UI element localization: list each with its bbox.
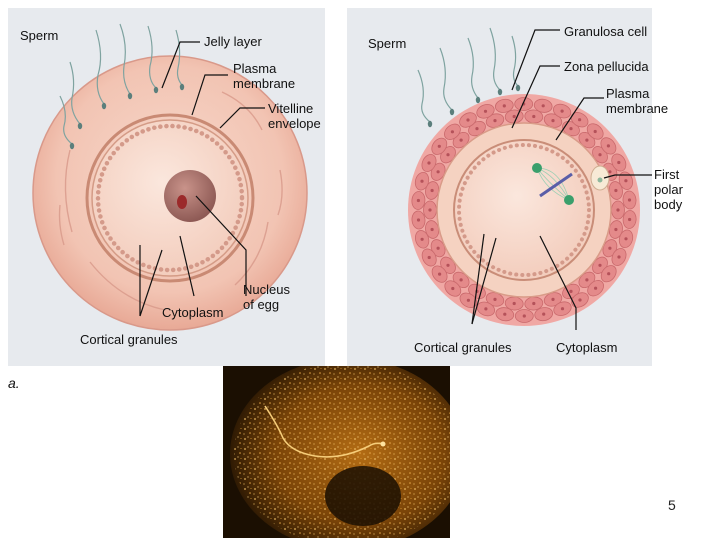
granulosa-cell-nucleus [532, 114, 536, 119]
granulosa-cell-nucleus [594, 286, 598, 290]
granulosa-cell-nucleus [569, 289, 573, 293]
granulosa-cell-nucleus [585, 278, 589, 282]
granulosa-cell-nucleus [532, 301, 536, 306]
sperm-group-left [59, 23, 183, 145]
meiotic-spindle [532, 163, 574, 205]
cortical-granules-ring-right [457, 143, 591, 277]
right-cytoplasm-label: Cytoplasm [556, 340, 618, 355]
granulosa-cell-nucleus [598, 153, 602, 157]
polar-body-chromatin [597, 177, 603, 183]
leader-lines-right [471, 29, 652, 330]
granulosa-cell-nucleus [459, 138, 463, 142]
granulosa-cells [411, 97, 637, 323]
granulosa-cell-nucleus [606, 144, 611, 148]
granulosa-cell-nucleus [627, 198, 632, 202]
right-plasma-membrane-label: Plasma membrane [606, 86, 669, 116]
granulosa-cell-nucleus [416, 198, 420, 203]
egg-nucleus [164, 170, 216, 222]
right-cortical-granules-label: Cortical granules [414, 340, 512, 355]
cortical-granules-ring [95, 123, 245, 273]
granulosa-cell-nucleus [616, 208, 620, 212]
granulosa-cell-nucleus [420, 237, 424, 241]
granulosa-cell-nucleus [459, 278, 463, 282]
granulosa-cell-nucleus [578, 118, 582, 122]
first-polar-body-label: First polar body [654, 167, 683, 212]
granulosa-cell-nucleus [617, 160, 621, 165]
right-sperm-label: Sperm [368, 36, 407, 51]
nucleus-of-egg-label: Nucleus of egg [243, 282, 290, 312]
jelly-layer-label: Jelly layer [204, 34, 262, 49]
granulosa-cell-nucleus [466, 118, 470, 122]
fertilization-micrograph [223, 366, 450, 538]
granulosa-cell-nucleus [428, 208, 432, 212]
granulosa-cell-nucleus [420, 179, 424, 183]
plasma-membrane-right [453, 139, 595, 281]
granulosa-cell-nucleus [598, 263, 602, 267]
nucleolus [177, 195, 187, 209]
granulosa-cell-nucleus [430, 188, 434, 193]
granulosa-cell-nucleus [608, 246, 612, 250]
granulosa-cell-nucleus [416, 218, 421, 222]
granulosa-cell-nucleus [427, 255, 431, 260]
granulosa-cell-nucleus [484, 307, 488, 311]
granulosa-cell-nucleus [551, 119, 555, 123]
granulosa-cell-nucleus [551, 297, 555, 301]
granulosa-cell-nucleus [614, 188, 618, 193]
left-plasma-membrane-label: Plasma membrane [233, 61, 296, 91]
granulosa-cell-nucleus [541, 104, 545, 108]
granulosa-cell-nucleus [617, 255, 621, 259]
figure-letter: a. [8, 375, 20, 391]
granulosa-cell-nucleus [512, 114, 516, 119]
granulosa-cell-label: Granulosa cell [564, 24, 648, 39]
granulosa-cell-nucleus [512, 301, 516, 306]
granulosa-cell-nucleus [607, 272, 611, 276]
granulosa-cell-nucleus [466, 298, 470, 302]
granulosa-cell-nucleus [493, 297, 497, 301]
granulosa-cell-nucleus [608, 170, 612, 174]
left-cytoplasm-label: Cytoplasm [162, 305, 224, 320]
granulosa-cell-nucleus [446, 263, 450, 267]
granulosa-cell-nucleus [451, 286, 455, 291]
granulosa-cell-nucleus [542, 312, 546, 316]
mammalian-egg [408, 27, 652, 330]
vitelline-envelope-label: Vitelline envelope [268, 101, 321, 131]
vitelline-envelope [85, 113, 255, 283]
granulosa-cell-nucleus [493, 119, 497, 123]
granulosa-cell-nucleus [502, 104, 506, 108]
granulosa-cell-nucleus [628, 217, 632, 222]
granulosa-cell-nucleus [503, 312, 507, 316]
granulosa-cell-nucleus [569, 127, 573, 131]
granulosa-cell-nucleus [560, 307, 565, 311]
granulosa-cell-nucleus [475, 127, 479, 131]
granulosa-cell-nucleus [483, 109, 488, 113]
granulosa-cell-nucleus [436, 170, 440, 174]
granulosa-cell-nucleus [624, 237, 628, 241]
granulosa-cell-nucleus [624, 179, 628, 183]
sperm-group-right [417, 27, 519, 123]
granulosa-cell-nucleus [585, 138, 589, 142]
granulosa-cell-nucleus [450, 130, 454, 134]
sperm-heads-left [69, 83, 185, 150]
zona-pellucida-label: Zona pellucida [564, 59, 649, 74]
slide-number: 5 [668, 497, 676, 513]
granulosa-cell-nucleus [522, 314, 526, 318]
granulosa-cell-nucleus [446, 153, 450, 157]
granulosa-cell-nucleus [438, 272, 442, 276]
granulosa-cell-nucleus [437, 144, 441, 148]
granulosa-cell-nucleus [430, 227, 434, 232]
sea-urchin-egg [32, 23, 308, 331]
left-cortical-granules-label: Cortical granules [80, 332, 178, 347]
granulosa-cell-nucleus [436, 246, 440, 250]
left-sperm-label: Sperm [20, 28, 59, 43]
micrograph-image [223, 366, 450, 538]
leader-lines-left [139, 41, 265, 317]
granulosa-cell-nucleus [560, 109, 564, 113]
granulosa-cell-nucleus [593, 129, 597, 134]
granulosa-cell-nucleus [427, 161, 431, 165]
granulosa-cell-nucleus [578, 298, 582, 302]
sperm-heads-right [427, 84, 521, 128]
granulosa-cell-nucleus [614, 227, 618, 232]
